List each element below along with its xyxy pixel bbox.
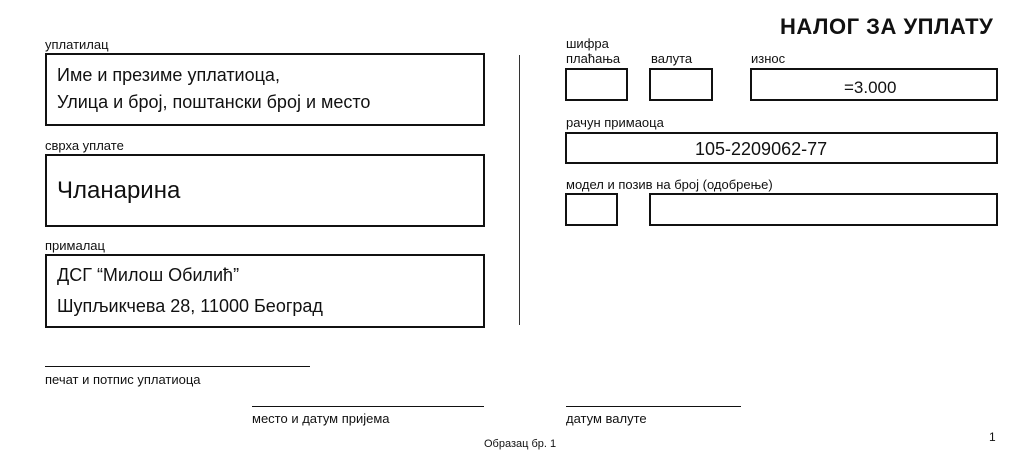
payer-field[interactable]: Име и презиме уплатиоца, Улица и број, п… [45, 53, 485, 126]
model-field[interactable] [565, 193, 618, 226]
currency-label: валута [651, 51, 693, 66]
place-date-label: место и датум пријема [252, 411, 390, 426]
recipient-account-field[interactable]: 105-2209062-77 [565, 132, 998, 164]
recipient-line1: ДСГ “Милош Обилић” [57, 265, 240, 285]
model-reference-label: модел и позив на број (одобрење) [566, 177, 773, 192]
value-date-line [566, 406, 741, 407]
recipient-account-value: 105-2209062-77 [695, 139, 828, 159]
payment-code-label-line2: плаћања [566, 51, 621, 66]
form-number: Образац бр. 1 [484, 438, 557, 450]
amount-value: =3.000 [844, 78, 897, 97]
reference-field[interactable] [649, 193, 998, 226]
payment-code-field[interactable] [565, 68, 628, 101]
recipient-label: прималац [45, 238, 105, 253]
currency-field[interactable] [649, 68, 713, 101]
value-date-label: датум валуте [566, 411, 647, 426]
purpose-text: Чланарина [57, 177, 181, 204]
page-number: 1 [989, 430, 996, 444]
recipient-line2: Шупљикчева 28, 11000 Београд [57, 296, 323, 316]
payer-signature-label: печат и потпис уплатиоца [45, 372, 201, 387]
form-title: НАЛОГ ЗА УПЛАТУ [780, 14, 994, 39]
column-divider [519, 55, 520, 325]
payer-line2: Улица и број, поштански број и место [57, 92, 371, 112]
payer-signature-line [45, 366, 310, 367]
purpose-label: сврха уплате [45, 138, 124, 153]
payment-code-label-line1: шифра [566, 36, 609, 51]
recipient-account-label: рачун примаоца [566, 115, 664, 130]
purpose-field[interactable]: Чланарина [45, 154, 485, 227]
recipient-field[interactable]: ДСГ “Милош Обилић” Шупљикчева 28, 11000 … [45, 254, 485, 328]
place-date-line [252, 406, 484, 407]
payer-line1: Име и презиме уплатиоца, [57, 65, 280, 85]
amount-field[interactable]: =3.000 [750, 68, 998, 101]
payer-label: уплатилац [45, 37, 109, 52]
amount-label: износ [751, 51, 786, 66]
